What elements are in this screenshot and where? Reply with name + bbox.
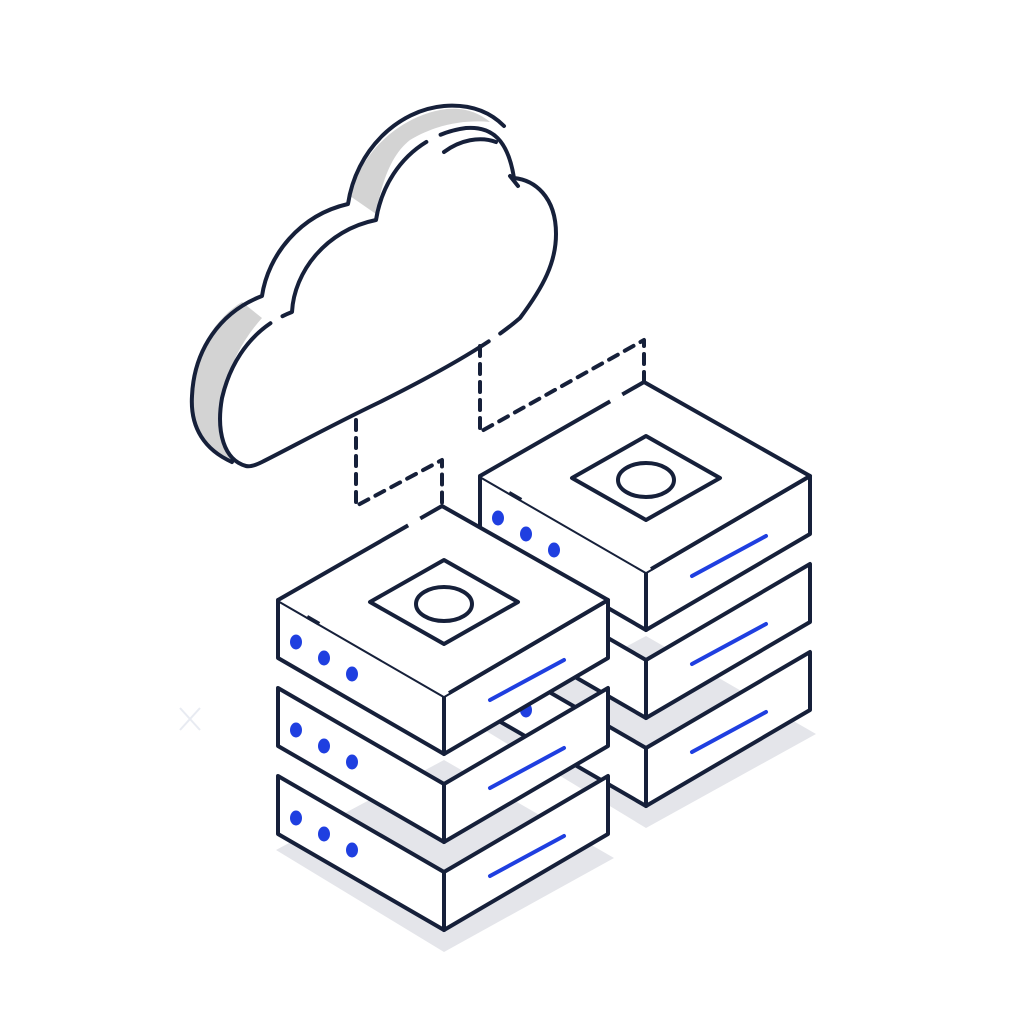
cloud-front-outline <box>218 125 558 469</box>
cloud-back-outline <box>189 103 506 464</box>
server-top-face <box>276 504 610 698</box>
server-right-face <box>442 774 610 932</box>
status-dots <box>290 634 358 682</box>
status-dot <box>290 810 302 826</box>
activity-bar <box>488 746 566 790</box>
activity-bar <box>488 834 566 878</box>
port-icon <box>616 461 676 499</box>
server-unit <box>276 774 610 932</box>
status-dot <box>492 510 504 526</box>
status-dots <box>492 510 560 558</box>
port-frame <box>368 558 520 646</box>
floor-shadow <box>276 760 614 952</box>
status-dot <box>346 842 358 858</box>
status-dot <box>520 526 532 542</box>
status-dot <box>318 738 330 754</box>
status-dot <box>548 542 560 558</box>
status-dot <box>318 826 330 842</box>
activity-bar <box>488 658 566 702</box>
status-dots <box>290 722 358 770</box>
port-icon <box>414 585 474 623</box>
port-frame <box>570 434 722 522</box>
sparkle-icon <box>179 707 201 731</box>
cloud-top-shade <box>350 108 490 214</box>
status-dot <box>290 722 302 738</box>
status-dot <box>290 634 302 650</box>
activity-bar <box>690 622 768 666</box>
cloud-icon <box>189 103 558 469</box>
activity-bar <box>690 710 768 754</box>
status-dot <box>346 754 358 770</box>
status-dots <box>290 810 358 858</box>
server-top-face <box>478 380 812 574</box>
status-dot <box>318 650 330 666</box>
server-unit <box>276 504 610 756</box>
server-right-face <box>442 686 610 844</box>
server-unit <box>276 686 610 844</box>
activity-bar <box>690 534 768 578</box>
status-dot <box>346 666 358 682</box>
front-stack <box>276 504 614 952</box>
server-unit <box>478 380 812 632</box>
server-right-face <box>644 650 812 808</box>
server-right-face <box>644 562 812 720</box>
